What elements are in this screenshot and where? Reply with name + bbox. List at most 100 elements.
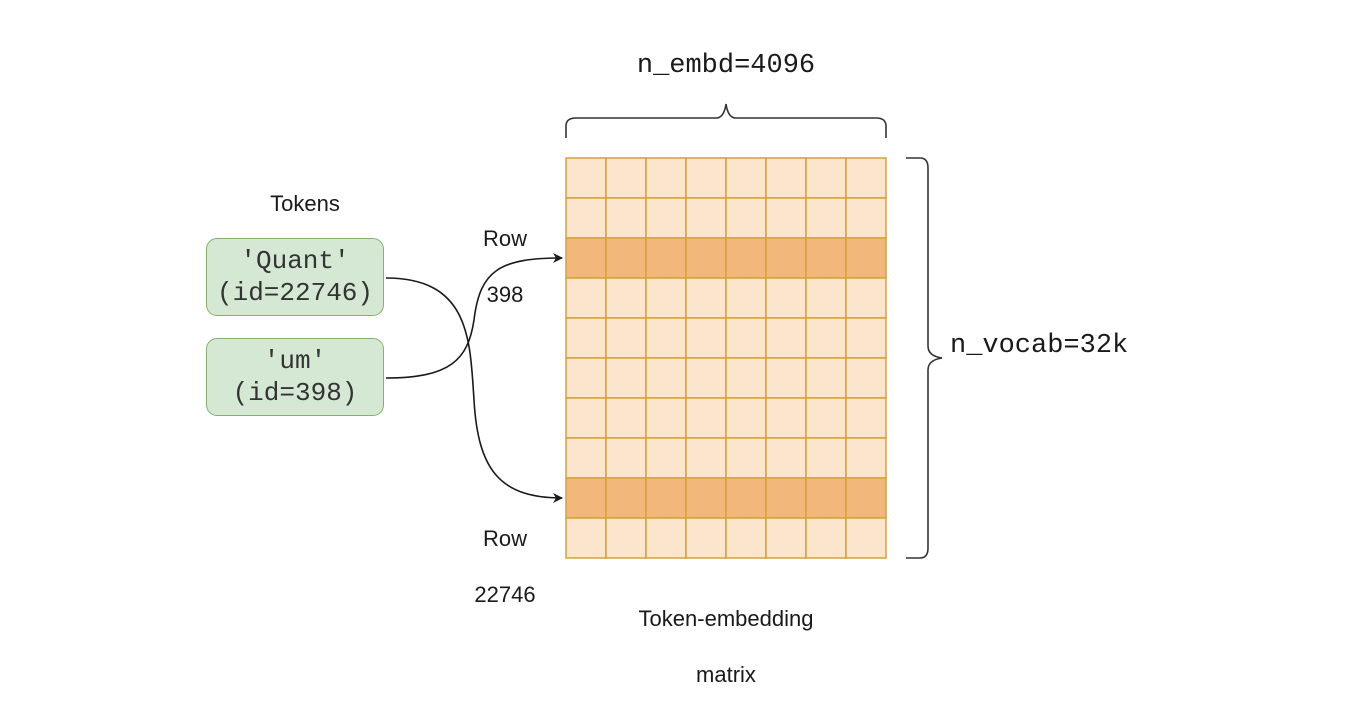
row-label-398: Row 398 [465,197,545,337]
matrix-cell [845,197,887,239]
matrix-cell [685,357,727,399]
matrix-cell [845,397,887,439]
diagram-canvas [385,103,943,559]
matrix-cell [805,157,847,199]
matrix-cell [645,397,687,439]
matrix-cell [725,197,767,239]
matrix-cell [645,157,687,199]
row-label-22746: Row 22746 [460,497,550,637]
matrix-cell [805,517,847,559]
matrix-cell-highlighted [685,237,727,279]
matrix-cell [805,397,847,439]
matrix-cell [685,197,727,239]
height-brace [906,157,943,559]
matrix-cell [805,317,847,359]
matrix-cell-highlighted [845,477,887,519]
matrix-cell-highlighted [565,237,607,279]
matrix-cell-highlighted [685,477,727,519]
matrix-cell [805,277,847,319]
token-text: 'um' [263,346,327,376]
matrix-cell [845,357,887,399]
matrix-cell [685,277,727,319]
matrix-cell [765,157,807,199]
matrix-cell [845,277,887,319]
matrix-cell [725,277,767,319]
matrix-cell-highlighted [845,237,887,279]
n-embd-label: n_embd=4096 [636,51,816,81]
matrix-cell [765,317,807,359]
matrix-cell [565,437,607,479]
matrix-cell-highlighted [725,477,767,519]
matrix-caption-line: Token-embedding [638,606,814,631]
token-id: (id=22746) [216,278,374,308]
matrix-cell-highlighted [805,237,847,279]
matrix-cell [685,157,727,199]
matrix-cell-highlighted [605,237,647,279]
matrix-cell [645,197,687,239]
matrix-cell [645,517,687,559]
row-label-line: Row [482,526,527,551]
matrix-cell-highlighted [605,477,647,519]
matrix-cell [565,157,607,199]
matrix-caption: Token-embedding matrix [596,577,856,717]
matrix-cell [805,197,847,239]
width-brace [565,103,887,138]
matrix-cell [605,197,647,239]
matrix-cell [645,437,687,479]
matrix-cell [725,397,767,439]
matrix-cell [685,317,727,359]
matrix-cell [725,317,767,359]
token-box-um: 'um' (id=398) [206,338,384,416]
matrix-cell [765,397,807,439]
embedding-matrix [565,157,887,559]
connector-quant-to-row-22746 [385,277,563,503]
matrix-cell-highlighted [645,237,687,279]
matrix-cell [565,277,607,319]
matrix-cell [685,437,727,479]
row-label-line: 398 [486,282,524,307]
matrix-cell [685,517,727,559]
tokens-heading: Tokens [270,191,340,216]
matrix-cell [725,517,767,559]
matrix-cell [725,437,767,479]
matrix-cell [845,437,887,479]
matrix-cell [565,397,607,439]
matrix-cell [565,357,607,399]
matrix-cell [845,157,887,199]
matrix-cell-highlighted [765,237,807,279]
matrix-cell [565,317,607,359]
matrix-cell [765,277,807,319]
matrix-cell [605,437,647,479]
matrix-cell [725,357,767,399]
matrix-cell [605,157,647,199]
matrix-cell [805,357,847,399]
matrix-cell-highlighted [805,477,847,519]
matrix-cell [605,517,647,559]
matrix-cell [605,397,647,439]
matrix-cell [565,197,607,239]
matrix-cell [645,277,687,319]
matrix-cell [565,517,607,559]
matrix-cell [605,317,647,359]
matrix-caption-line: matrix [696,662,756,687]
matrix-cell-highlighted [765,477,807,519]
row-label-line: 22746 [474,582,536,607]
token-box-quant: 'Quant' (id=22746) [206,238,384,316]
matrix-cell-highlighted [725,237,767,279]
matrix-cell [725,157,767,199]
matrix-cell [645,357,687,399]
matrix-cell [645,317,687,359]
matrix-cell [805,437,847,479]
matrix-cell [765,517,807,559]
n-vocab-label: n_vocab=32k [950,331,1129,361]
row-label-line: Row [482,226,527,251]
matrix-cell [605,277,647,319]
token-id: (id=398) [232,378,358,408]
matrix-cell-highlighted [565,477,607,519]
matrix-cell [685,397,727,439]
matrix-cell [845,317,887,359]
token-text: 'Quant' [240,246,350,276]
connector-um-to-row-398 [385,253,563,379]
matrix-cell-highlighted [645,477,687,519]
matrix-cell [765,437,807,479]
